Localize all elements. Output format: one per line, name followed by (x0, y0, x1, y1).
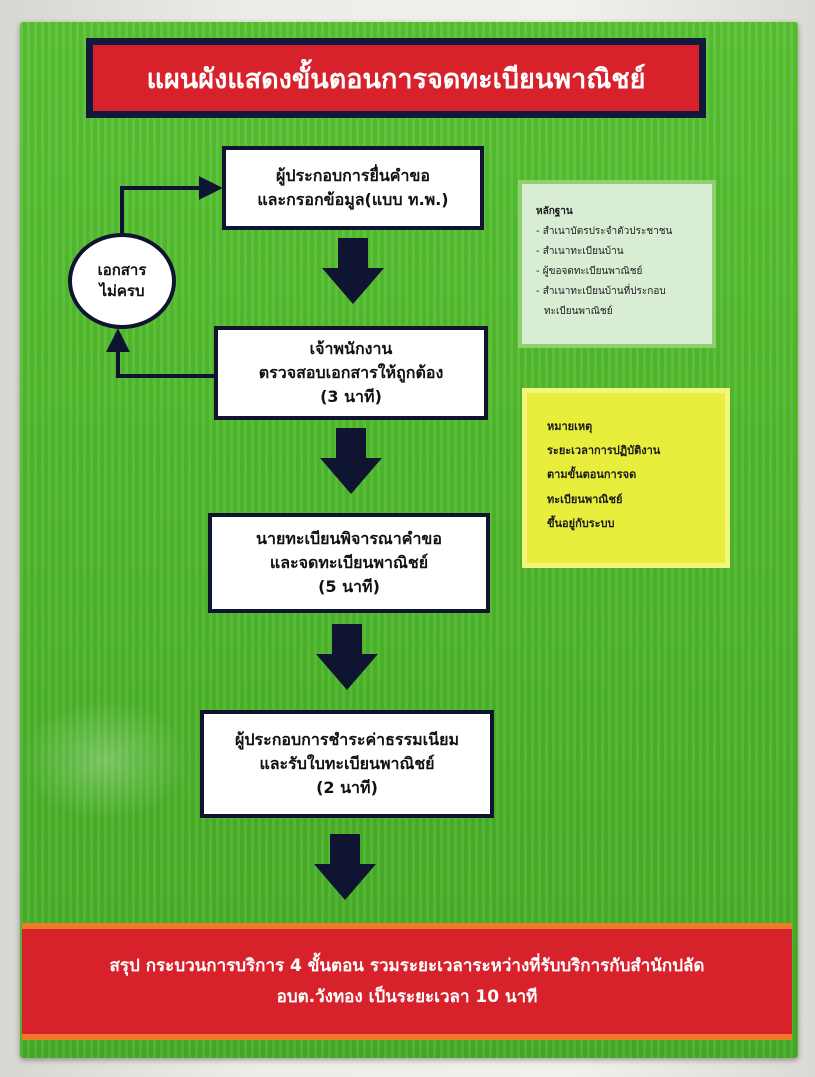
down-arrow-icon (314, 834, 376, 900)
incomplete-documents-node: เอกสาร ไม่ครบ (68, 233, 176, 329)
evidence-item: - สำเนาทะเบียนบ้านที่ประกอบ (536, 286, 666, 297)
evidence-item: - สำเนาทะเบียนบ้าน (536, 246, 624, 257)
step-3-registrar-review: นายทะเบียนพิจารณาคำขอ และจดทะเบียนพาณิชย… (208, 513, 490, 613)
step-3-line-1: นายทะเบียนพิจารณาคำขอ (256, 529, 442, 548)
step-1-submit-request: ผู้ประกอบการยื่นคำขอ และกรอกข้อมูล(แบบ ท… (222, 146, 484, 230)
step-4-line-3: (2 นาที) (316, 778, 378, 797)
down-arrow-icon (320, 428, 382, 494)
step-4-pay-fee: ผู้ประกอบการชำระค่าธรรมเนียม และรับใบทะเ… (200, 710, 494, 818)
evidence-item: - ผู้ขอจดทะเบียนพาณิชย์ (536, 266, 643, 277)
step-2-line-3: (3 นาที) (320, 387, 382, 406)
step-4-line-1: ผู้ประกอบการชำระค่าธรรมเนียม (235, 730, 459, 749)
loop-line-from-step-2 (106, 328, 216, 378)
loop-line-to-step-1 (120, 176, 223, 233)
step-3-line-2: และจดทะเบียนพาณิชย์ (269, 553, 429, 572)
poster-title: แผนผังแสดงขั้นตอนการจดทะเบียนพาณิชย์ (93, 45, 699, 111)
evidence-item: - สำเนาบัตรประจำตัวประชาชน (536, 226, 673, 237)
step-2-line-2: ตรวจสอบเอกสารให้ถูกต้อง (258, 363, 444, 382)
summary-line-1: สรุป กระบวนการบริการ 4 ขั้นตอน รวมระยะเว… (109, 955, 705, 976)
note-line: ระยะเวลาการปฏิบัติงาน (547, 444, 661, 458)
note-line: ตามขั้นตอนการจด (547, 468, 637, 482)
note-line: ทะเบียนพาณิชย์ (547, 492, 623, 506)
step-1-line-2: และกรอกข้อมูล(แบบ ท.พ.) (257, 190, 449, 209)
down-arrow-icon (316, 624, 378, 690)
note-box: หมายเหตุ ระยะเวลาการปฏิบัติงาน ตามขั้นตอ… (522, 388, 730, 568)
step-2-officer-check: เจ้าพนักงาน ตรวจสอบเอกสารให้ถูกต้อง (3 น… (214, 326, 488, 420)
evidence-title: หลักฐาน (536, 206, 573, 217)
loop-line-2: ไม่ครบ (99, 282, 145, 300)
step-3-line-3: (5 นาที) (318, 577, 380, 596)
step-1-line-1: ผู้ประกอบการยื่นคำขอ (276, 166, 430, 185)
note-title: หมายเหตุ (547, 420, 593, 433)
step-2-line-1: เจ้าพนักงาน (309, 339, 393, 358)
evidence-item-continued: ทะเบียนพาณิชย์ (544, 306, 613, 317)
down-arrow-icon (322, 238, 384, 304)
summary-banner: สรุป กระบวนการบริการ 4 ขั้นตอน รวมระยะเว… (22, 923, 792, 1040)
step-4-line-2: และรับใบทะเบียนพาณิชย์ (259, 754, 435, 773)
evidence-box: หลักฐาน - สำเนาบัตรประจำตัวประชาชน - สำเ… (518, 180, 716, 348)
poster-title-frame: แผนผังแสดงขั้นตอนการจดทะเบียนพาณิชย์ (86, 38, 706, 118)
loop-line-1: เอกสาร (97, 261, 147, 279)
summary-line-2: อบต.วังทอง เป็นระยะเวลา 10 นาที (276, 986, 538, 1007)
note-line: ขึ้นอยู่กับระบบ (547, 516, 615, 530)
